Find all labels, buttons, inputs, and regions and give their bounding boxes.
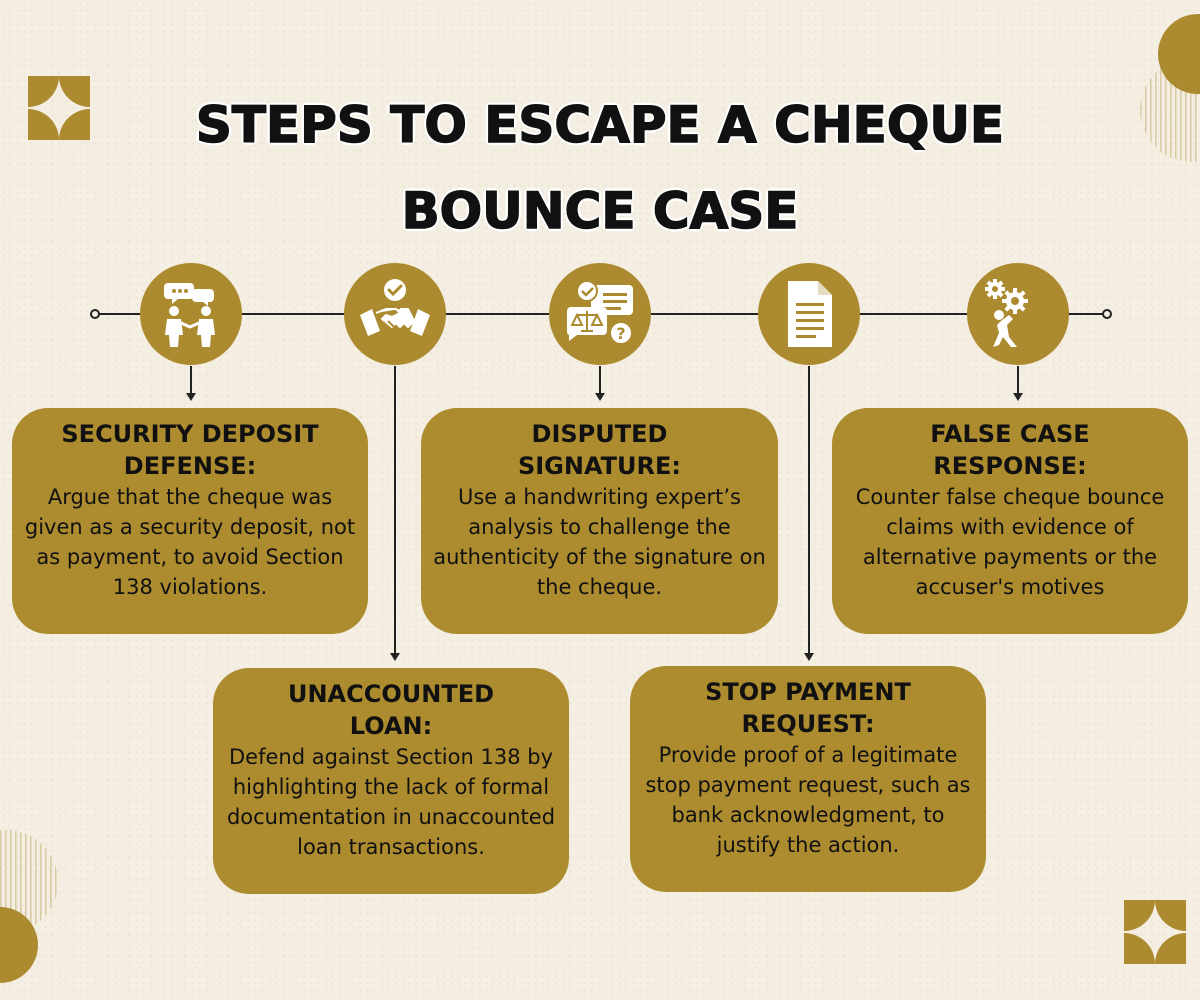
- people-talking-icon: [164, 283, 215, 347]
- step-4-body: Provide proof of a legitimate stop payme…: [645, 743, 971, 857]
- scale-chat-icon: ?: [566, 280, 633, 345]
- step-3-heading: DISPUTED SIGNATURE:: [517, 420, 682, 480]
- decor-circle-bottom: [0, 907, 38, 983]
- step-4-card: STOP PAYMENT REQUEST: Provide proof of a…: [630, 666, 986, 892]
- page-title: STEPS TO ESCAPE A CHEQUE BOUNCE CASE: [150, 82, 1050, 254]
- title-line-1: STEPS TO ESCAPE A CHEQUE: [195, 95, 1005, 155]
- step-3-body: Use a handwriting expert’s analysis to c…: [433, 485, 766, 599]
- step-5-card: FALSE CASE RESPONSE: Counter false chequ…: [832, 408, 1188, 634]
- step-4-circle: [758, 263, 860, 365]
- step-2-body: Defend against Section 138 by highlighti…: [226, 745, 556, 859]
- step-5-body: Counter false cheque bounce claims with …: [855, 485, 1165, 599]
- step-5-heading: FALSE CASE RESPONSE:: [930, 420, 1090, 480]
- step-2-circle: [344, 263, 446, 365]
- document-icon: [788, 281, 832, 347]
- decor-circle-top: [1158, 14, 1200, 94]
- step-5-circle: [967, 263, 1069, 365]
- step-2-card: UNACCOUNTED LOAN: Defend against Section…: [213, 668, 569, 894]
- step-1-circle: [140, 263, 242, 365]
- step-1-body: Argue that the cheque was given as a sec…: [24, 485, 356, 599]
- step-2-heading: UNACCOUNTED LOAN:: [287, 680, 495, 740]
- logo-mark-top: [28, 76, 90, 140]
- step-3-circle: ?: [549, 263, 651, 365]
- step-4-heading: STOP PAYMENT REQUEST:: [705, 678, 911, 738]
- logo-mark-bottom: [1124, 900, 1186, 964]
- title-line-2: BOUNCE CASE: [401, 181, 799, 241]
- decor-striped-circle-bottom: [0, 830, 58, 934]
- person-gears-icon: [985, 279, 1028, 347]
- step-3-card: DISPUTED SIGNATURE: Use a handwriting ex…: [421, 408, 778, 634]
- step-1-heading: SECURITY DEPOSIT DEFENSE:: [61, 420, 319, 480]
- step-1-card: SECURITY DEPOSIT DEFENSE: Argue that the…: [12, 408, 368, 634]
- svg-text:?: ?: [616, 324, 625, 343]
- handshake-check-icon: [360, 279, 430, 336]
